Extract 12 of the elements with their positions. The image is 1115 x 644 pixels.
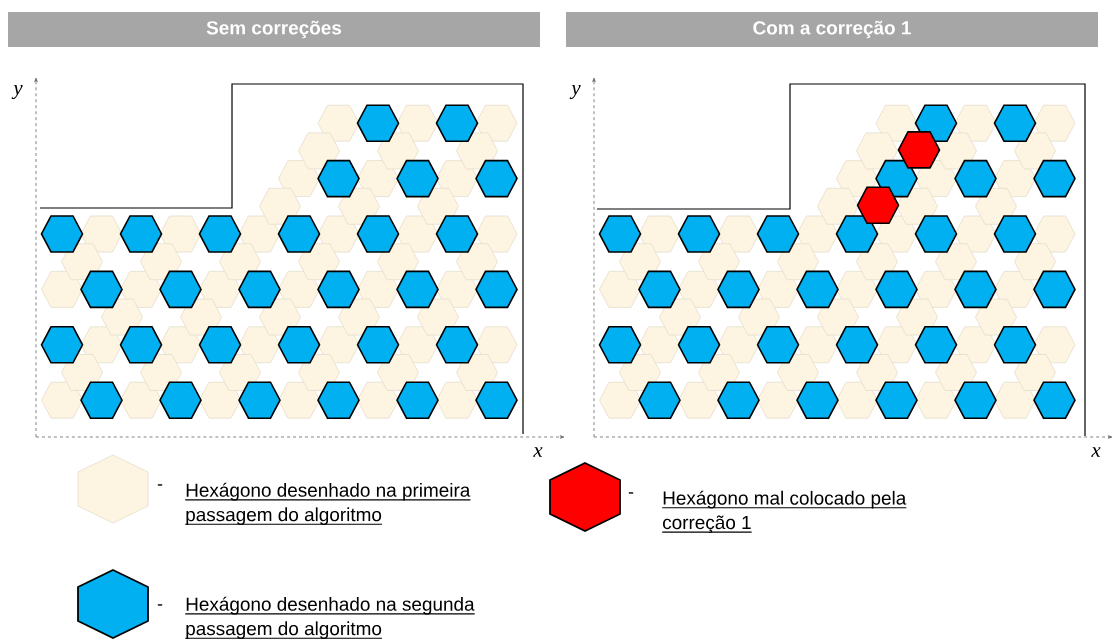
header-bar: Com a correção 1 bbox=[566, 12, 1098, 47]
dash: - bbox=[157, 604, 163, 606]
axis-label: x bbox=[1091, 447, 1101, 457]
axis-label: y bbox=[569, 84, 581, 100]
header-bar: Sem correções bbox=[8, 12, 540, 47]
legend-text: Hexágono desenhado na segunda passagem do algoritmo bbox=[184, 596, 476, 639]
axis-label: y bbox=[11, 84, 23, 100]
legend-text: Hexágono desenhado na primeira passagem do algoritmo bbox=[184, 482, 471, 525]
axis-label: x bbox=[533, 447, 543, 457]
legend-text: Hexágono mal colocado pela correção 1 bbox=[661, 490, 907, 533]
dash: - bbox=[157, 484, 163, 486]
dash: - bbox=[628, 492, 634, 494]
